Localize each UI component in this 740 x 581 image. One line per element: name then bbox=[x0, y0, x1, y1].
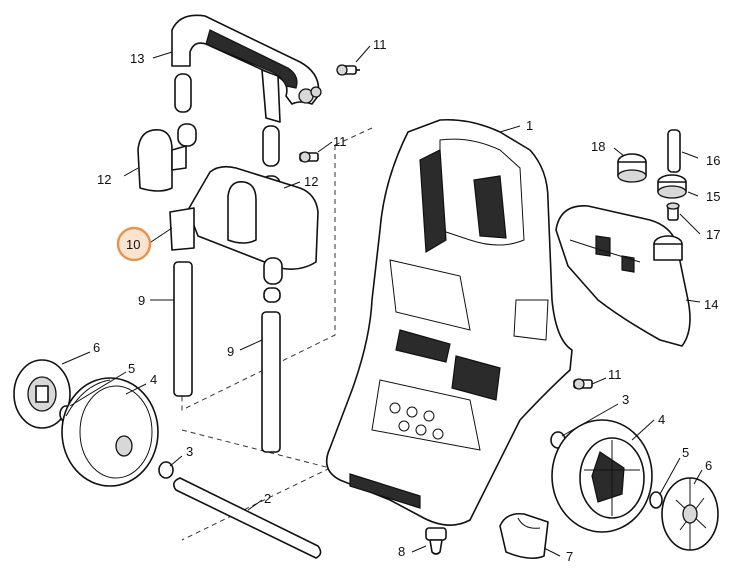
hubcap-part-left[interactable] bbox=[13, 359, 71, 429]
callout-labels: 1 2 3 3 4 4 5 5 6 6 7 8 9 9 10 11 11 11 … bbox=[93, 37, 720, 564]
callout-8: 8 bbox=[398, 544, 405, 559]
callout-12: 12 bbox=[97, 172, 111, 187]
sleeve-part-left[interactable] bbox=[174, 73, 197, 147]
foot-part[interactable] bbox=[425, 527, 447, 555]
filter-part-15[interactable] bbox=[657, 174, 687, 199]
axle-part[interactable] bbox=[172, 477, 322, 559]
callout-15: 15 bbox=[706, 189, 720, 204]
callout-10: 10 bbox=[126, 237, 140, 252]
tank-part[interactable] bbox=[555, 205, 691, 347]
callout-18: 18 bbox=[591, 139, 605, 154]
callout-4: 4 bbox=[150, 372, 157, 387]
callout-6: 6 bbox=[93, 340, 100, 355]
bracket-part[interactable] bbox=[169, 165, 319, 303]
callout-3: 3 bbox=[186, 444, 193, 459]
cap-part-18[interactable] bbox=[617, 153, 647, 183]
hubcap-part-right[interactable] bbox=[661, 477, 719, 551]
cap-part-left[interactable] bbox=[137, 129, 187, 192]
clip-part[interactable] bbox=[499, 512, 549, 560]
callout-5: 5 bbox=[682, 445, 689, 460]
callout-9: 9 bbox=[138, 293, 145, 308]
screw-part-mid[interactable] bbox=[299, 151, 319, 163]
callout-11: 11 bbox=[608, 367, 622, 382]
highlight-ring bbox=[116, 226, 152, 262]
wheel-part-left[interactable] bbox=[61, 377, 159, 487]
callout-11: 11 bbox=[373, 37, 387, 52]
callout-12: 12 bbox=[304, 174, 318, 189]
callout-1: 1 bbox=[526, 118, 533, 133]
callout-16: 16 bbox=[706, 153, 720, 168]
callout-17: 17 bbox=[706, 227, 720, 242]
callout-13: 13 bbox=[130, 51, 144, 66]
callout-2: 2 bbox=[264, 491, 271, 506]
callout-6: 6 bbox=[705, 458, 712, 473]
callout-5: 5 bbox=[128, 361, 135, 376]
tube-part-right[interactable] bbox=[261, 311, 281, 453]
washer-part-right[interactable] bbox=[649, 491, 663, 509]
tube-part-left[interactable] bbox=[173, 261, 193, 397]
leader-lines bbox=[61, 45, 703, 557]
wheel-part-right[interactable] bbox=[551, 419, 653, 533]
screw-part-top[interactable] bbox=[336, 64, 360, 76]
frame-part[interactable] bbox=[325, 118, 573, 526]
callout-7: 7 bbox=[566, 549, 573, 564]
handle-part[interactable] bbox=[171, 14, 322, 123]
washer-part-left-inner[interactable] bbox=[158, 461, 174, 479]
callout-3: 3 bbox=[622, 392, 629, 407]
callout-4: 4 bbox=[658, 412, 665, 427]
screw-part-right[interactable] bbox=[573, 378, 593, 390]
connector-part-17[interactable] bbox=[666, 202, 680, 221]
callout-11: 11 bbox=[333, 134, 347, 149]
callout-14: 14 bbox=[704, 297, 718, 312]
tube-part-16[interactable] bbox=[667, 129, 681, 173]
callout-9: 9 bbox=[227, 344, 234, 359]
